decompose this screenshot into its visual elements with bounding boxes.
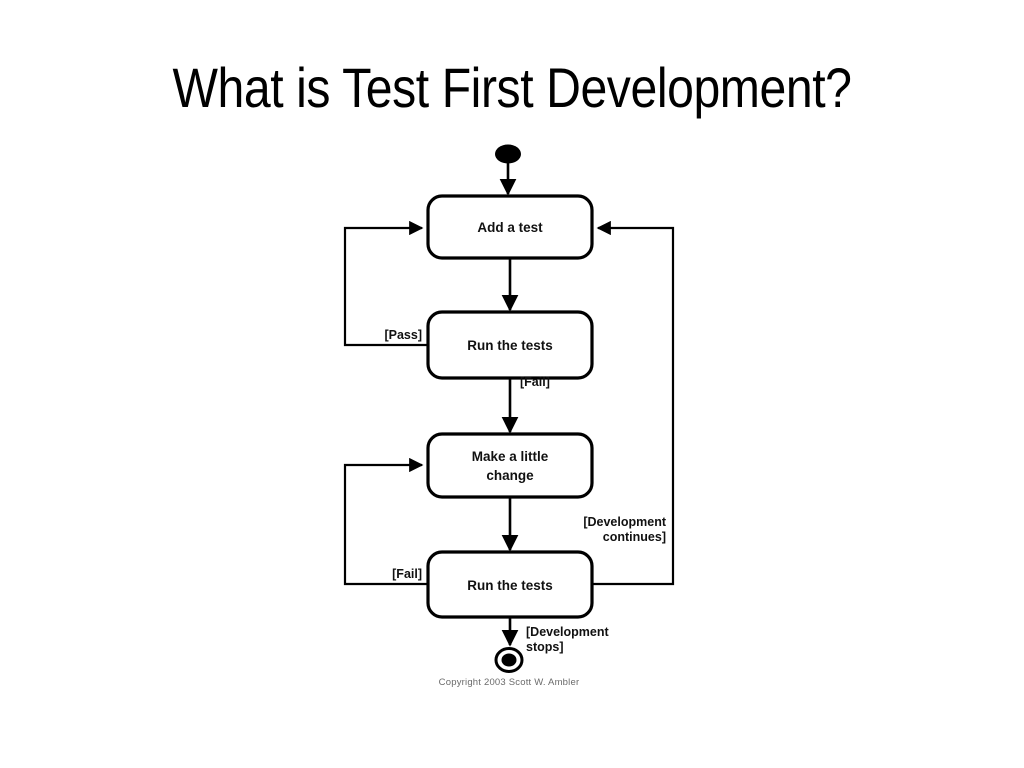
- edge-development-continues: [592, 220, 675, 586]
- guard-label-pass: [Pass]: [384, 328, 422, 342]
- node-run-the-tests-upper-label: Run the tests: [467, 338, 553, 353]
- final-node-core-icon: [501, 653, 517, 667]
- node-make-a-little-change-label-line2: change: [486, 468, 534, 483]
- page-title: What is Test First Development?: [172, 56, 852, 119]
- guard-label-development-stops-line1: [Development: [526, 625, 609, 639]
- edge-fail-loop-lower: [343, 457, 428, 586]
- node-make-a-little-change[interactable]: [426, 432, 594, 499]
- guard-label-fail-lower: [Fail]: [392, 567, 422, 581]
- activity-diagram-svg: Add a test Run the tests [Pass] [Fail] M…: [343, 144, 675, 688]
- initial-node-icon: [495, 144, 521, 164]
- node-make-a-little-change-label-line1: Make a little: [472, 449, 549, 464]
- node-run-the-tests-lower-label: Run the tests: [467, 578, 553, 593]
- node-add-a-test-label: Add a test: [477, 220, 543, 235]
- activity-diagram: Add a test Run the tests [Pass] [Fail] M…: [300, 132, 720, 702]
- guard-label-fail-upper: [Fail]: [520, 375, 550, 389]
- guard-label-development-continues-line2: continues]: [603, 530, 666, 544]
- edge-pass-loop: [343, 220, 428, 347]
- guard-label-development-continues-line1: [Development: [583, 515, 666, 529]
- guard-label-development-stops-line2: stops]: [526, 640, 564, 654]
- copyright-notice: Copyright 2003 Scott W. Ambler: [439, 677, 580, 688]
- final-node-ring-icon: [494, 647, 524, 673]
